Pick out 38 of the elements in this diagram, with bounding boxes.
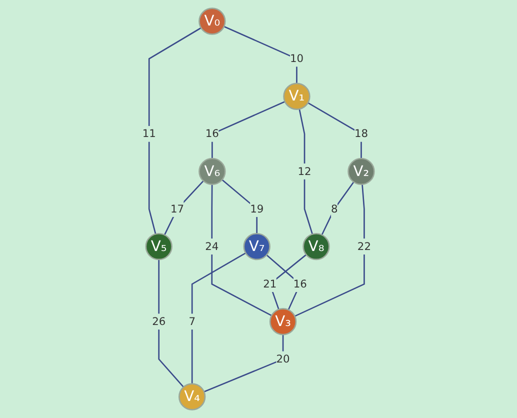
node-circle: V₈ — [302, 232, 330, 260]
node-circle: V₄ — [178, 383, 206, 410]
edge-label: 17 — [170, 202, 184, 215]
edge-label: 22 — [358, 240, 372, 253]
connector — [164, 180, 204, 236]
edge-label: 10 — [290, 52, 304, 65]
edge-label: 20 — [276, 352, 290, 366]
node-circle: V₁ — [283, 82, 311, 110]
node-circle: V₀ — [198, 8, 226, 35]
connector — [308, 102, 362, 159]
connector — [222, 179, 258, 234]
edge-label: 7 — [188, 314, 196, 328]
node-circle: V₅ — [146, 232, 173, 260]
edge-label: 16 — [294, 277, 308, 290]
edge-label: 11 — [142, 127, 156, 140]
connector — [298, 108, 314, 234]
edge-label: 8 — [331, 202, 338, 215]
connector — [158, 259, 184, 388]
edge-label: 21 — [263, 277, 277, 290]
edge-label: 18 — [354, 127, 368, 140]
connector — [204, 334, 284, 392]
node-circle: V₃ — [270, 308, 297, 336]
edge-label: 19 — [250, 202, 264, 215]
edge-label: 16 — [206, 127, 220, 140]
connector — [212, 100, 286, 159]
connector — [224, 26, 298, 84]
connector — [294, 184, 366, 317]
connector — [148, 27, 202, 234]
edge-label: 24 — [205, 240, 219, 253]
node-circle: V₂ — [348, 158, 376, 186]
edge-label: 12 — [298, 164, 312, 178]
edge-label: 26 — [152, 314, 166, 328]
connector — [269, 254, 307, 310]
node-circle: V₆ — [198, 158, 226, 186]
connector — [192, 252, 246, 384]
node-circle: V₇ — [244, 232, 271, 260]
connector — [322, 182, 354, 236]
connector — [212, 184, 272, 316]
